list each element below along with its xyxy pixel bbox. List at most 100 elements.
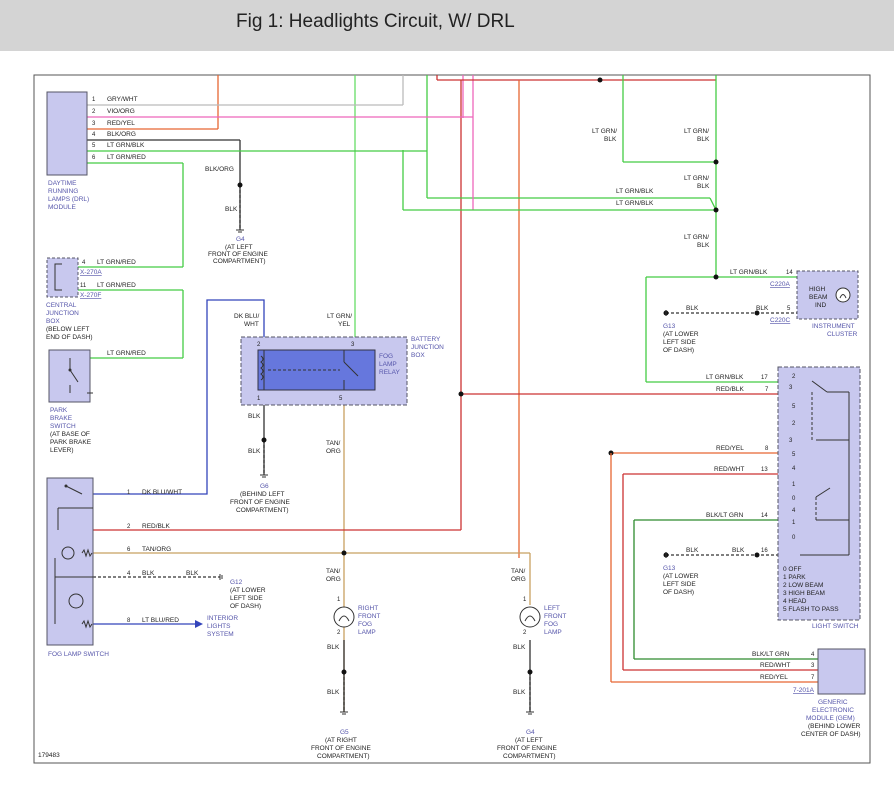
lfog-name-4: LAMP <box>544 629 562 636</box>
figure-id: 179483 <box>38 752 60 759</box>
relay-pin-5: 5 <box>339 396 343 402</box>
cl-g13: G13 <box>663 323 676 330</box>
drl-wire-5: LT GRN/BLK <box>107 142 145 149</box>
ls-pin-7: 7 <box>765 387 769 393</box>
ls-pin-16: 16 <box>761 548 768 554</box>
cl-in-wire: LT GRN/BLK <box>730 269 768 276</box>
cjb-name-4: (BELOW LEFT <box>46 326 89 333</box>
cl-wire-d2: BLK <box>697 242 710 249</box>
cl-ind-3: IND <box>815 302 827 309</box>
diagram-frame <box>33 74 871 764</box>
rfog-name-4: LAMP <box>358 629 376 636</box>
relay-pin-3: 3 <box>351 342 355 348</box>
ls-pos-7: 4 <box>792 466 796 472</box>
ls-wire-8: RED/YEL <box>716 445 744 452</box>
park-wire: LT GRN/RED <box>107 350 146 357</box>
g6-loc-2: FRONT OF ENGINE <box>230 499 290 506</box>
cjb-name-3: BOX <box>46 318 60 325</box>
cl-wire-c2: BLK <box>697 183 710 190</box>
rfog-loc-1: (AT RIGHT <box>325 737 357 744</box>
ls-wire-13: RED/WHT <box>714 466 744 473</box>
g6-loc-1: (BEHIND LEFT <box>240 491 284 498</box>
ls-pos-12: 0 <box>792 535 796 541</box>
relay-wire-in1-b: WHT <box>244 321 259 328</box>
lfog-g: G4 <box>526 729 535 736</box>
drl-name-1: DAYTIME <box>48 180 77 187</box>
relay-out5-a: TAN/ <box>326 440 341 447</box>
g4-top-loc-1: (AT LEFT <box>225 244 253 251</box>
fog-sw-wire-4: BLK <box>142 570 155 577</box>
fog-lamp-switch <box>46 477 94 646</box>
cjb-name-2: JUNCTION <box>46 310 79 317</box>
cjb-name-1: CENTRAL <box>46 302 77 309</box>
fog-sw-pin-6: 6 <box>127 547 131 553</box>
lfog-wire-a: TAN/ <box>511 568 526 575</box>
g12-id: G12 <box>230 579 243 586</box>
fog-sw-pin-2: 2 <box>127 524 131 530</box>
drl-wire-3: RED/YEL <box>107 120 135 127</box>
ls-g13: G13 <box>663 565 676 572</box>
ls-pos-8: 1 <box>792 482 796 488</box>
cjb-pin-11: 11 <box>80 283 87 289</box>
cl-wire-a2: BLK <box>604 136 617 143</box>
ls-legend-2: 2 LOW BEAM <box>783 582 823 589</box>
fog-sw-pin-1: 1 <box>127 490 131 496</box>
park-name-2: BRAKE <box>50 415 73 422</box>
ground-symbol <box>219 229 667 715</box>
ls-legend-5: 5 FLASH TO PASS <box>783 606 839 613</box>
generic-electronic-module <box>817 648 866 695</box>
rfog-wire-b2: BLK <box>327 689 340 696</box>
rfog-name-1: RIGHT <box>358 605 378 612</box>
rfog-name-2: FRONT <box>358 613 380 620</box>
gem-wire-4: BLK/LT GRN <box>752 651 790 658</box>
ls-pos-11: 1 <box>792 520 796 526</box>
cl-wire-b1: LT GRN/ <box>684 128 709 135</box>
g4-wire-1: BLK/ORG <box>205 166 234 173</box>
ls-wire-17: LT GRN/BLK <box>706 374 744 381</box>
cl-name-1: INSTRUMENT <box>812 323 855 330</box>
drl-pin-5: 5 <box>92 143 96 149</box>
g6-loc-3: COMPARTMENT) <box>236 507 288 514</box>
ls-wire-7: RED/BLK <box>716 386 744 393</box>
cl-ind-1: HIGH <box>809 286 826 293</box>
interior-3: SYSTEM <box>207 631 234 638</box>
relay-name-2: LAMP <box>379 361 397 368</box>
ls-legend-0: 0 OFF <box>783 566 801 573</box>
park-name-3: SWITCH <box>50 423 76 430</box>
park-name-5: PARK BRAKE <box>50 439 92 446</box>
cl-wire-f: LT GRN/BLK <box>616 200 654 207</box>
bjb-name-2: JUNCTION <box>411 344 444 351</box>
drl-wire-6: LT GRN/RED <box>107 154 146 161</box>
gem-pin-4: 4 <box>811 652 815 658</box>
cl-wire-a1: LT GRN/ <box>592 128 617 135</box>
fog-sw-wire-4b: BLK <box>186 570 199 577</box>
fog-sw-pin-8: 8 <box>127 618 131 624</box>
cl-g13-loc-2: LEFT SIDE <box>663 339 696 346</box>
fog-sw-wire-1: DK BLU/WHT <box>142 489 182 496</box>
drl-wire-2: VIO/ORG <box>107 108 135 115</box>
header-bar: Fig 1: Headlights Circuit, W/ DRL <box>0 0 894 51</box>
ls-legend-4: 4 HEAD <box>783 598 807 605</box>
gem-pin-7: 7 <box>811 675 815 681</box>
left-fog-lamp <box>519 606 541 628</box>
lfog-name-3: FOG <box>544 621 558 628</box>
gem-conn: 7-201A <box>793 687 815 694</box>
right-fog-lamp <box>333 606 355 628</box>
ls-g13-loc-2: LEFT SIDE <box>663 581 696 588</box>
drl-name-3: LAMPS (DRL) <box>48 196 89 203</box>
relay-name-1: FOG <box>379 353 393 360</box>
ls-pos-9: 0 <box>792 496 796 502</box>
drl-name-4: MODULE <box>48 204 76 211</box>
g12-loc-1: (AT LOWER <box>230 587 266 594</box>
ls-pos-3: 5 <box>792 404 796 410</box>
drl-name-2: RUNNING <box>48 188 78 195</box>
g4-top-loc-2: FRONT OF ENGINE <box>208 251 268 258</box>
rfog-loc-3: COMPARTMENT) <box>317 753 369 760</box>
relay-pin-1: 1 <box>257 396 261 402</box>
ls-legend-3: 3 HIGH BEAM <box>783 590 825 597</box>
gem-pin-3: 3 <box>811 663 815 669</box>
ls-legend-1: 1 PARK <box>783 574 806 581</box>
fog-switch-name: FOG LAMP SWITCH <box>48 651 109 658</box>
cl-conn-c: C220C <box>770 317 791 324</box>
